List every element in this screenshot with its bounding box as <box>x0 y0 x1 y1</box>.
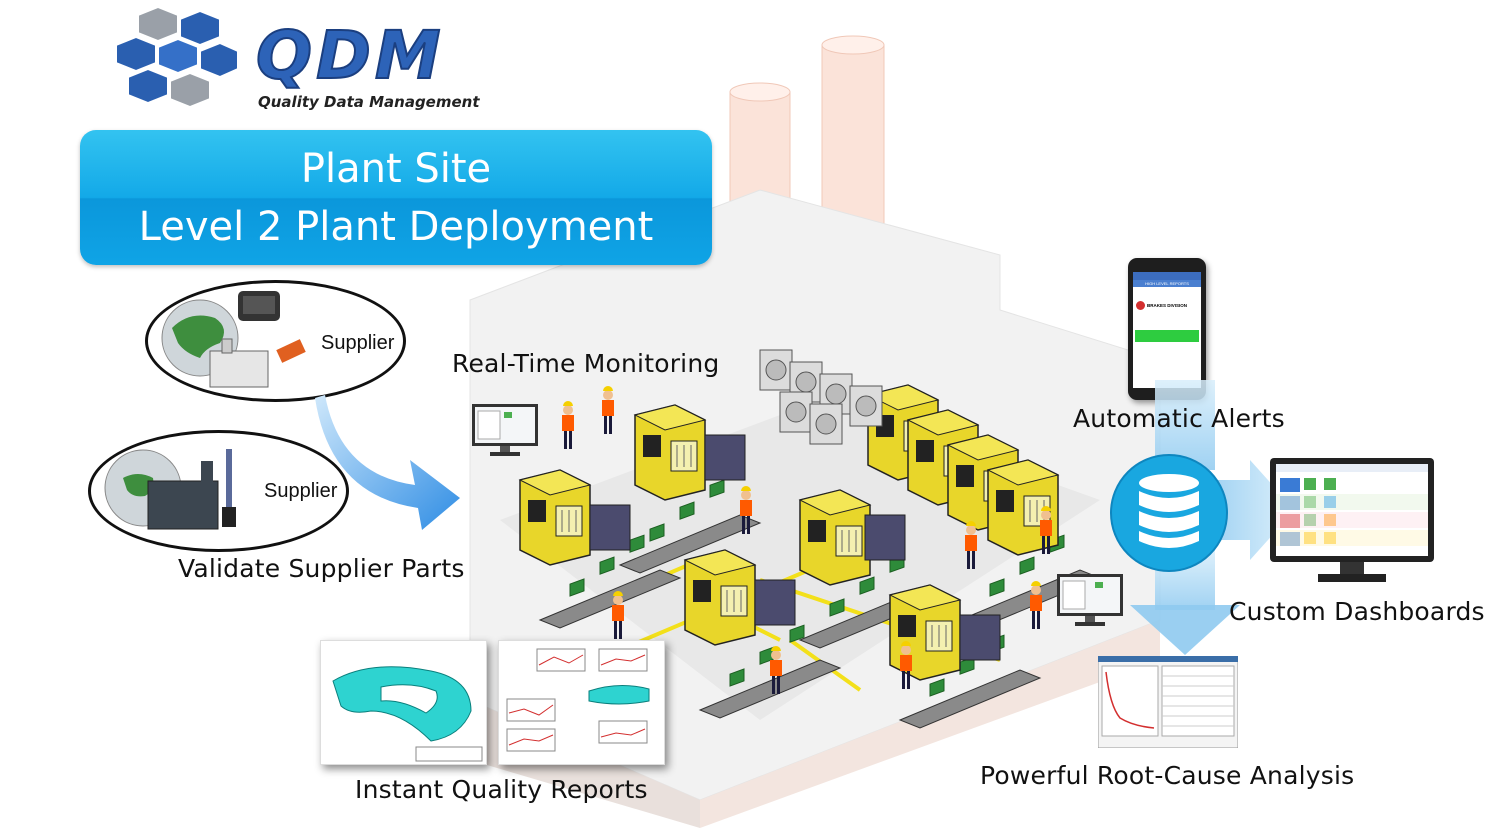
monitoring-screen-icon <box>472 404 538 456</box>
measurement-device-icon <box>209 291 306 388</box>
data-flow-arrows <box>1130 380 1295 655</box>
dashboard-monitor <box>1270 458 1434 582</box>
logo-wordmark: QDM <box>255 16 445 95</box>
monitoring-screen-icon <box>1057 574 1123 626</box>
supplier-bubble: Supplier <box>88 430 349 552</box>
quality-reports-label: Instant Quality Reports <box>355 775 648 804</box>
hexagon-cluster-icon <box>115 5 238 109</box>
database-icon <box>1110 454 1228 572</box>
root-cause-screenshot <box>1098 656 1238 748</box>
stop-icon <box>1136 301 1145 310</box>
banner-subtitle: Level 2 Plant Deployment <box>138 204 654 250</box>
curved-arrow-icon <box>315 395 460 530</box>
quality-report-thumbnail <box>498 640 665 765</box>
qdm-logo: QDM Quality Data Management <box>108 5 508 120</box>
root-cause-label: Powerful Root-Cause Analysis <box>980 761 1355 790</box>
supplier-label: Supplier <box>321 332 395 354</box>
monitoring-label: Real-Time Monitoring <box>452 349 720 378</box>
smartphone: HIGH LEVEL REPORTS BRAKES DIVISION <box>1128 258 1206 400</box>
phone-division: BRAKES DIVISION <box>1147 303 1188 308</box>
dashboards-label: Custom Dashboards <box>1229 597 1485 626</box>
supplier-label: Supplier <box>264 480 338 502</box>
alerts-label: Automatic Alerts <box>1073 404 1285 433</box>
logo-tagline: Quality Data Management <box>258 93 480 111</box>
supplier-bubble: Supplier <box>145 280 406 402</box>
quality-report-thumbnail <box>320 640 487 765</box>
phone-header: HIGH LEVEL REPORTS <box>1133 280 1201 287</box>
factory-cmm-icon <box>147 449 236 530</box>
title-banner: Plant Site Level 2 Plant Deployment <box>80 130 712 265</box>
banner-title: Plant Site <box>300 146 492 192</box>
phone-screen: HIGH LEVEL REPORTS BRAKES DIVISION <box>1133 272 1201 388</box>
validate-supplier-label: Validate Supplier Parts <box>178 554 465 583</box>
